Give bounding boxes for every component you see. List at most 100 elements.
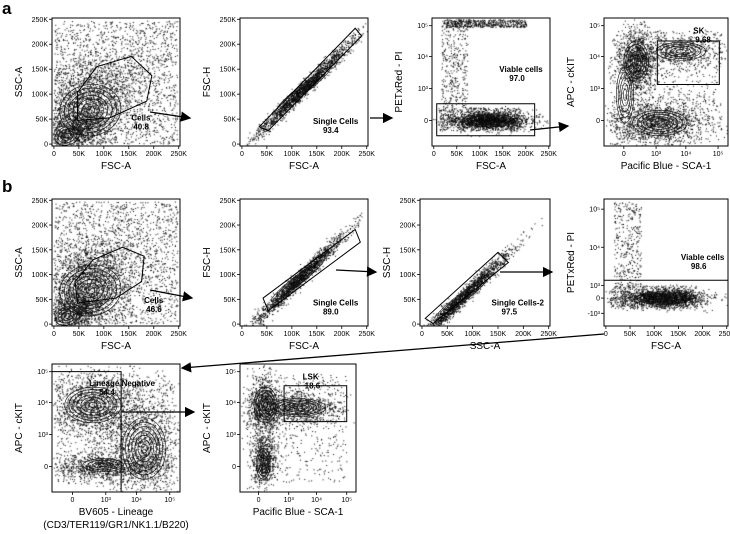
contour-line: [462, 113, 515, 128]
plot-b3: [417, 198, 551, 329]
y-tick-label: 150K: [400, 247, 417, 254]
y-tick-label: 150K: [32, 67, 49, 74]
density-contours: [59, 264, 122, 317]
plot-frame: [51, 198, 181, 327]
y-tick-label: 100K: [32, 92, 49, 99]
gate-lineage-negative: [51, 371, 122, 493]
y-tick-label: 200K: [220, 223, 237, 230]
contour-line: [68, 91, 113, 129]
y-tick-label: 100K: [220, 272, 237, 279]
x-tick-label: 200K: [146, 331, 163, 338]
contour-line: [125, 421, 164, 476]
contour-line: [617, 71, 633, 118]
y-tick-label: 10⁵: [225, 369, 236, 376]
plot-b4: [601, 198, 729, 329]
y-tick-label: 150K: [32, 247, 49, 254]
x-tick-label: 0: [604, 331, 608, 338]
contour-line: [128, 426, 161, 471]
contour-line: [287, 75, 321, 102]
x-tick-label: 100K: [472, 151, 489, 158]
x-axis-label: FSC-A: [101, 341, 131, 352]
contour-line: [282, 71, 326, 106]
gate-single-cells-2: [424, 251, 510, 325]
x-tick-label: 250K: [171, 151, 188, 158]
contour-line: [619, 77, 631, 112]
y-tick-label: 0: [412, 322, 416, 329]
contour-line: [92, 461, 114, 469]
contour-line: [645, 116, 674, 130]
x-tick-label: 200K: [694, 331, 711, 338]
gate-lsk: [283, 385, 348, 423]
contour-line: [466, 114, 511, 127]
contour-line: [633, 57, 639, 66]
gate-name: Viable cells: [681, 253, 725, 262]
x-tick-label: 10⁵: [164, 497, 175, 504]
x-tick-label: 0: [240, 151, 244, 158]
contour-line: [484, 119, 494, 122]
y-tick-label: 0: [44, 142, 48, 149]
x-tick-label: 100K: [464, 331, 481, 338]
contour-line: [660, 43, 702, 59]
contour-line: [629, 50, 643, 73]
arrow-a3-to-a4: [529, 121, 570, 133]
gate-name: Single Cells: [313, 299, 359, 308]
y-tick-label: 50K: [224, 297, 237, 304]
contour-line: [621, 83, 629, 107]
x-tick-label: 150K: [121, 331, 138, 338]
contour-line: [455, 293, 468, 303]
contour-line: [253, 386, 278, 424]
contour-line: [260, 457, 267, 471]
plot-b6: [237, 363, 357, 495]
y-tick-label: 50K: [404, 297, 417, 304]
contour-line: [279, 401, 317, 414]
y-axis-label: APC - cKIT: [202, 403, 213, 453]
y-tick-label: 50K: [36, 117, 49, 124]
y-tick-label: 250K: [220, 198, 237, 205]
x-axis-label: FSC-A: [476, 161, 506, 172]
x-tick-label: 100K: [646, 331, 663, 338]
x-tick-label: 10³: [101, 497, 112, 504]
contour-line: [616, 66, 635, 124]
gate-cells: [77, 55, 153, 121]
contour-line: [63, 313, 71, 319]
gate-name: LSK: [303, 372, 319, 381]
y-tick-label: 0: [232, 322, 236, 329]
contour-line: [665, 45, 697, 57]
contour-line: [445, 285, 478, 312]
x-tick-label: 100K: [96, 151, 113, 158]
y-tick-label: 10³: [590, 283, 601, 290]
y-tick-label: 10⁵: [37, 369, 48, 376]
contour-line: [72, 275, 109, 306]
contour-line: [88, 402, 98, 408]
contour-line: [632, 109, 688, 137]
x-tick-label: 10⁵: [713, 151, 724, 158]
x-tick-label: 10³: [651, 151, 662, 158]
contour-line: [654, 295, 673, 301]
y-tick-label: 10³: [590, 86, 601, 93]
contour-line: [63, 133, 71, 139]
y-axis-label: APC - cKIT: [14, 403, 25, 453]
contour-line: [258, 454, 268, 474]
arrow-b4-to-b5: [180, 333, 605, 373]
contour-line: [97, 463, 109, 468]
contour-line: [641, 114, 679, 132]
x-tick-label: 0: [71, 497, 75, 504]
contour-line: [675, 49, 687, 54]
contour-line: [640, 292, 687, 304]
contour-line: [57, 308, 77, 324]
x-tick-label: 150K: [309, 151, 326, 158]
gate-value: 40.8: [133, 122, 149, 131]
contour-line: [68, 271, 113, 310]
y-tick-label: 10⁴: [37, 400, 48, 407]
y-tick-label: 250K: [220, 17, 237, 24]
plot-b2: [237, 198, 369, 329]
gate-name: SK: [693, 26, 704, 35]
y-tick-label: 200K: [220, 42, 237, 49]
contour-line: [475, 116, 502, 124]
contour-line: [72, 95, 109, 126]
contour-line: [658, 296, 669, 300]
x-axis-label: Pacific Blue - SCA-1: [253, 507, 344, 518]
contour-line: [82, 458, 124, 472]
x-tick-label: 0: [257, 497, 261, 504]
